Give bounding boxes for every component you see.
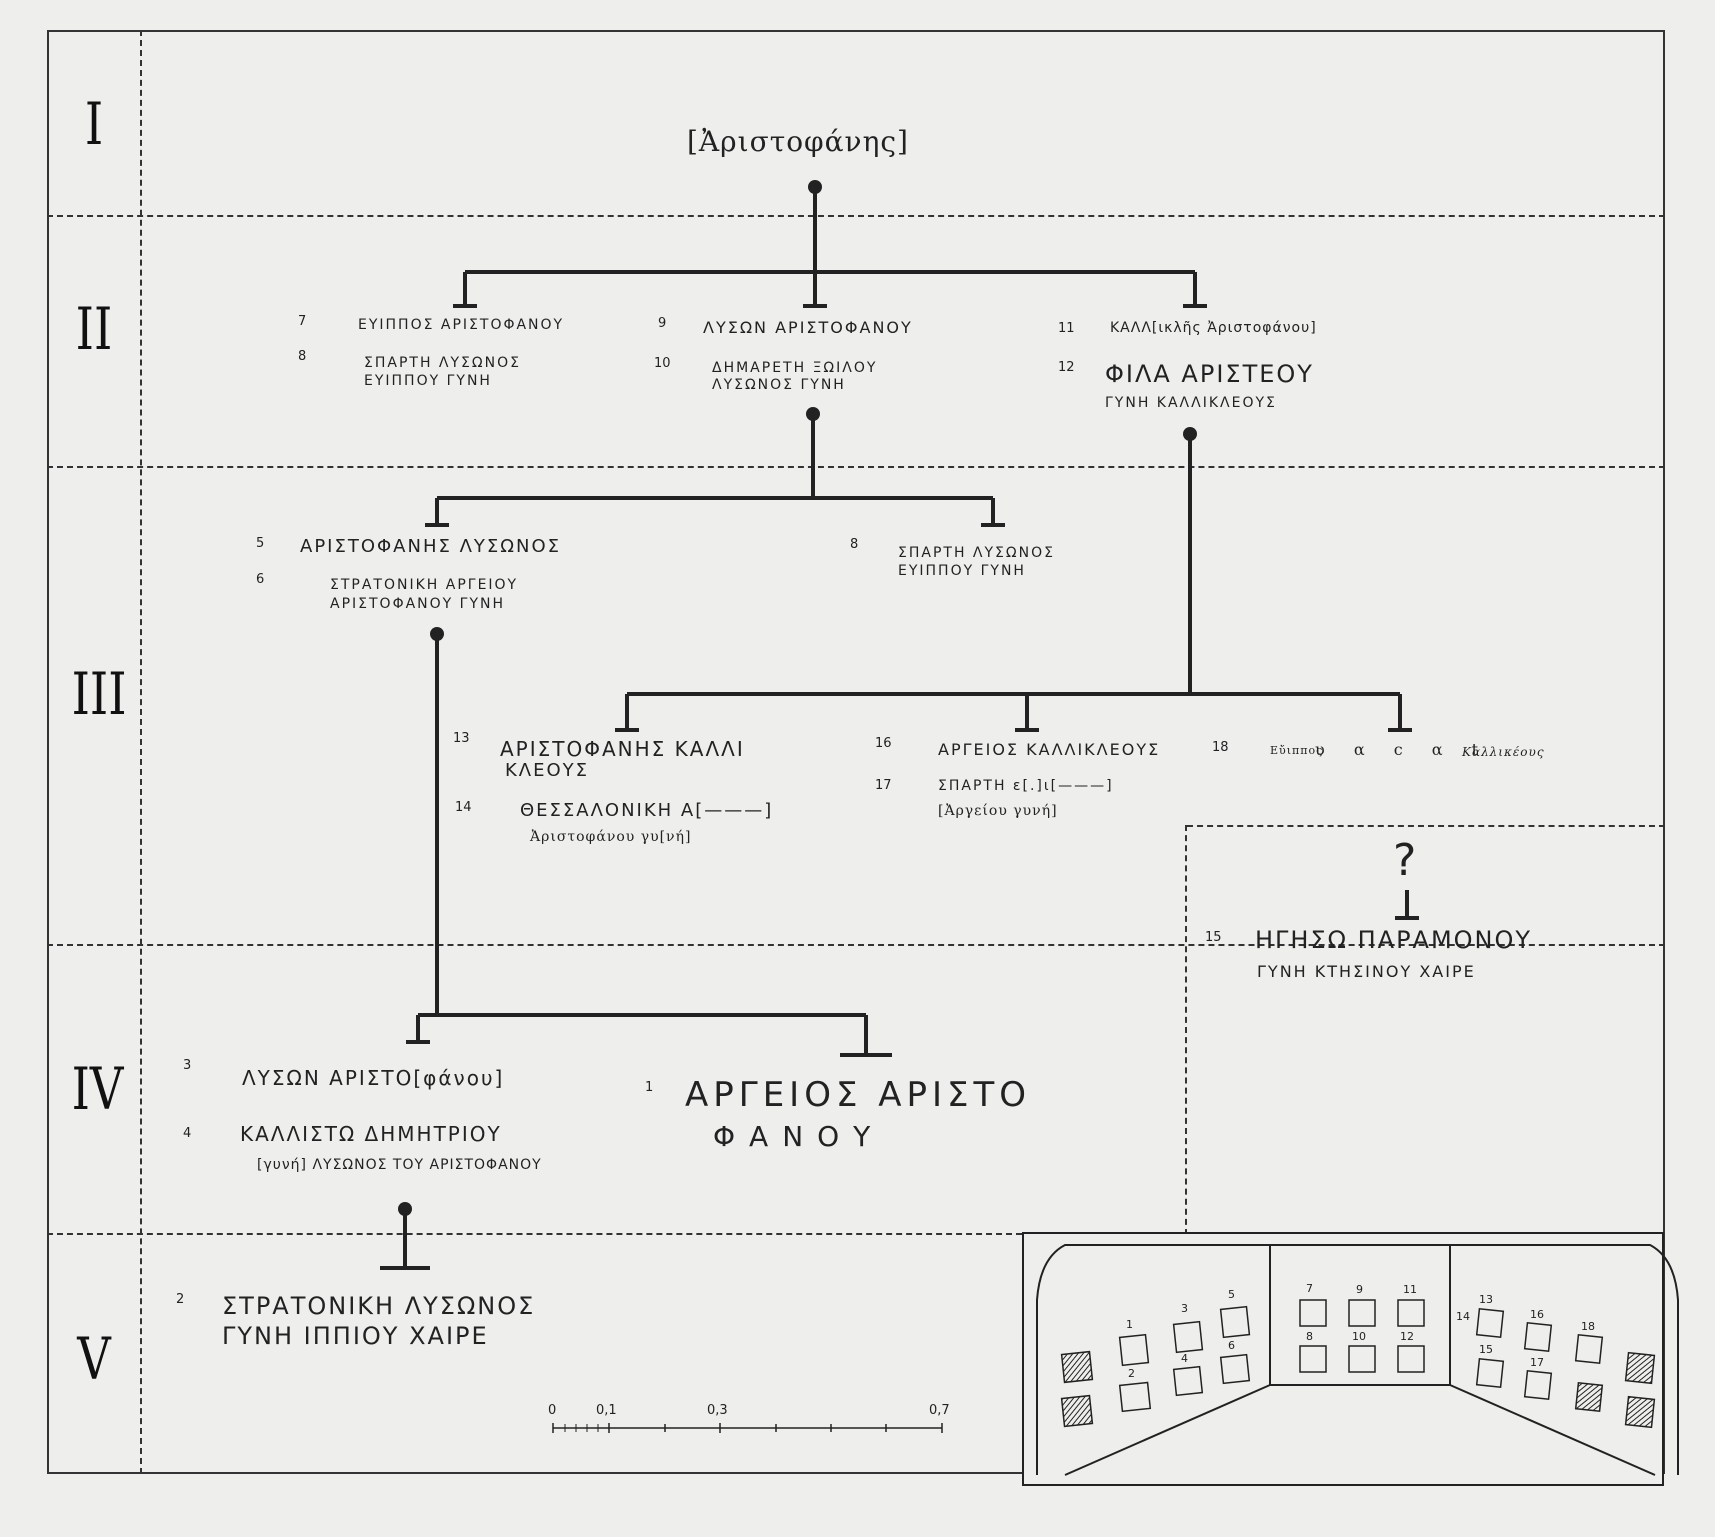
diagram-frame	[47, 30, 1665, 1474]
inset-label: 15	[1479, 1343, 1493, 1356]
label-number: 13	[453, 731, 470, 746]
scale-label: 0,7	[929, 1403, 950, 1418]
inscription-1-line2: ΦΑΝΟΥ	[713, 1120, 885, 1153]
inscription-14-line1: ΘΕΣΣΑΛΟΝΙΚΗ Α[———]	[520, 800, 774, 821]
inscription-12-line2: ΓΥΝΗ ΚΑΛΛΙΚΛΕΟΥΣ	[1105, 395, 1277, 411]
inset-label: 8	[1306, 1330, 1313, 1343]
inscription-18-father: Καλλικέους	[1462, 745, 1545, 759]
label-number: 17	[875, 778, 892, 793]
inscription-15-line1: ΗΓΗΣΩ ΠΑΡΑΜΟΝΟΥ	[1255, 926, 1533, 954]
inset-label: 1	[1126, 1318, 1133, 1331]
inscription-6-line1: ΣΤΡΑΤΟΝΙΚΗ ΑΡΓΕΙΟΥ	[330, 577, 519, 593]
inscription-2-line2: ΓΥΝΗ ΙΠΠΙΟΥ ΧΑΙΡΕ	[222, 1322, 489, 1350]
label-number: 4	[183, 1126, 192, 1141]
inscription-13-line2: ΚΛΕΟΥΣ	[505, 760, 590, 781]
scale-label: 0,3	[707, 1403, 728, 1418]
generation-label-5: V	[77, 1325, 111, 1393]
inset-label: 11	[1403, 1283, 1417, 1296]
inscription-17-line1: ΣΠΑΡΤΗ ε[.]ι[———]	[938, 778, 1114, 794]
inscription-4-line1: ΚΑΛΛΙΣΤΩ ΔΗΜΗΤΡΙΟΥ	[240, 1122, 502, 1146]
label-number: 14	[455, 800, 472, 815]
inscription-12-line1: ΦΙΛΑ ΑΡΙΣΤΕΟΥ	[1105, 360, 1314, 388]
inscription-14-line2: Ἀριστοφάνου γυ[νή]	[530, 829, 692, 845]
label-number: 16	[875, 736, 892, 751]
label-number: 6	[256, 572, 265, 587]
generation-label-1: I	[84, 90, 104, 158]
inscription-16: ΑΡΓΕΙΟΣ ΚΑΛΛΙΚΛΕΟΥΣ	[938, 740, 1161, 759]
inscription-11: ΚΑΛΛ[ικλῆς Ἀριστοφάνου]	[1110, 320, 1317, 336]
inset-label: 2	[1128, 1367, 1135, 1380]
scale-label: 0,1	[596, 1403, 617, 1418]
label-number: 10	[654, 356, 671, 371]
label-number: 11	[1058, 321, 1075, 336]
label-number: 9	[658, 316, 667, 331]
inset-label: 7	[1306, 1282, 1313, 1295]
label-number: 2	[176, 1292, 185, 1307]
inscription-6-line2: ΑΡΙΣΤΟΦΑΝΟΥ ΓΥΝΗ	[330, 596, 506, 612]
label-number: 3	[183, 1058, 192, 1073]
inscription-15-line2: ΓΥΝΗ ΚΤΗΣΙΝΟΥ ΧΑΙΡΕ	[1257, 962, 1476, 981]
unknown-box-top	[1187, 825, 1665, 827]
inscription-10-line2: ΛΥΣΩΝΟΣ ΓΥΝΗ	[712, 377, 846, 393]
inscription-4-line2: [γυνή] ΛΥΣΩΝΟΣ ΤΟΥ ΑΡΙΣΤΟΦΑΝΟΥ	[257, 1157, 542, 1173]
generation-divider-3	[47, 944, 1665, 946]
inscription-9: ΛΥΣΩΝ ΑΡΙΣΤΟΦΑΝΟΥ	[703, 318, 913, 337]
inset-label: 5	[1228, 1288, 1235, 1301]
generation-label-2: II	[75, 295, 113, 363]
inscription-8b-line2: ΕΥΙΠΠΟΥ ΓΥΝΗ	[898, 563, 1026, 579]
inscription-8b-line1: ΣΠΑΡΤΗ ΛΥΣΩΝΟΣ	[898, 545, 1055, 561]
label-number: 7	[298, 314, 307, 329]
inset-label: 16	[1530, 1308, 1544, 1321]
inset-label: 18	[1581, 1320, 1595, 1333]
generation-divider-1	[47, 215, 1665, 217]
inscription-5: ΑΡΙΣΤΟΦΑΝΗΣ ΛΥΣΩΝΟΣ	[300, 536, 562, 557]
inscription-18-vacat: υ α c α t	[1315, 740, 1491, 759]
inscription-10-line1: ΔΗΜΑΡΕΤΗ ΞΩΙΛΟΥ	[712, 360, 878, 376]
label-number: 12	[1058, 360, 1075, 375]
inscription-3: ΛΥΣΩΝ ΑΡΙΣΤΟ[φάνου]	[242, 1066, 505, 1090]
inset-label: 17	[1530, 1356, 1544, 1369]
inscription-18-name: Εὔιππος	[1270, 744, 1324, 757]
root-name: [Ἀριστοφάνης]	[687, 125, 909, 158]
label-number: 5	[256, 536, 265, 551]
unknown-parent-mark: ?	[1393, 835, 1417, 886]
inset-label: 6	[1228, 1339, 1235, 1352]
inscription-2-line1: ΣΤΡΑΤΟΝΙΚΗ ΛΥΣΩΝΟΣ	[222, 1292, 536, 1320]
scale-label: 0	[548, 1403, 557, 1418]
unknown-box-left	[1185, 825, 1187, 1235]
inset-label: 3	[1181, 1302, 1188, 1315]
inscription-13-line1: ΑΡΙΣΤΟΦΑΝΗΣ ΚΑΛΛΙ	[500, 737, 745, 761]
inset-label: 12	[1400, 1330, 1414, 1343]
inscription-17-line2: [Ἀργείου γυνή]	[938, 803, 1058, 819]
generation-divider-4	[47, 1233, 1022, 1235]
inset-label: 4	[1181, 1352, 1188, 1365]
inset-label: 10	[1352, 1330, 1366, 1343]
inset-label: 9	[1356, 1283, 1363, 1296]
inscription-8-line2: ΕΥΙΠΠΟΥ ΓΥΝΗ	[364, 373, 492, 389]
label-number: 18	[1212, 740, 1229, 755]
generation-column-divider	[140, 30, 142, 1474]
generation-label-4: IV	[71, 1055, 124, 1123]
inset-label: 13	[1479, 1293, 1493, 1306]
inscription-8-line1: ΣΠΑΡΤΗ ΛΥΣΩΝΟΣ	[364, 355, 521, 371]
generation-divider-2	[47, 466, 1665, 468]
label-number: 8	[850, 537, 859, 552]
inscription-7: ΕΥΙΠΠΟΣ ΑΡΙΣΤΟΦΑΝΟΥ	[358, 317, 565, 333]
label-number: 8	[298, 349, 307, 364]
label-number: 15	[1205, 930, 1222, 945]
inscription-1-line1: ΑΡΓΕΙΟΣ ΑΡΙΣΤΟ	[685, 1075, 1032, 1115]
inset-label: 14	[1456, 1310, 1470, 1323]
label-number: 1	[645, 1080, 654, 1095]
